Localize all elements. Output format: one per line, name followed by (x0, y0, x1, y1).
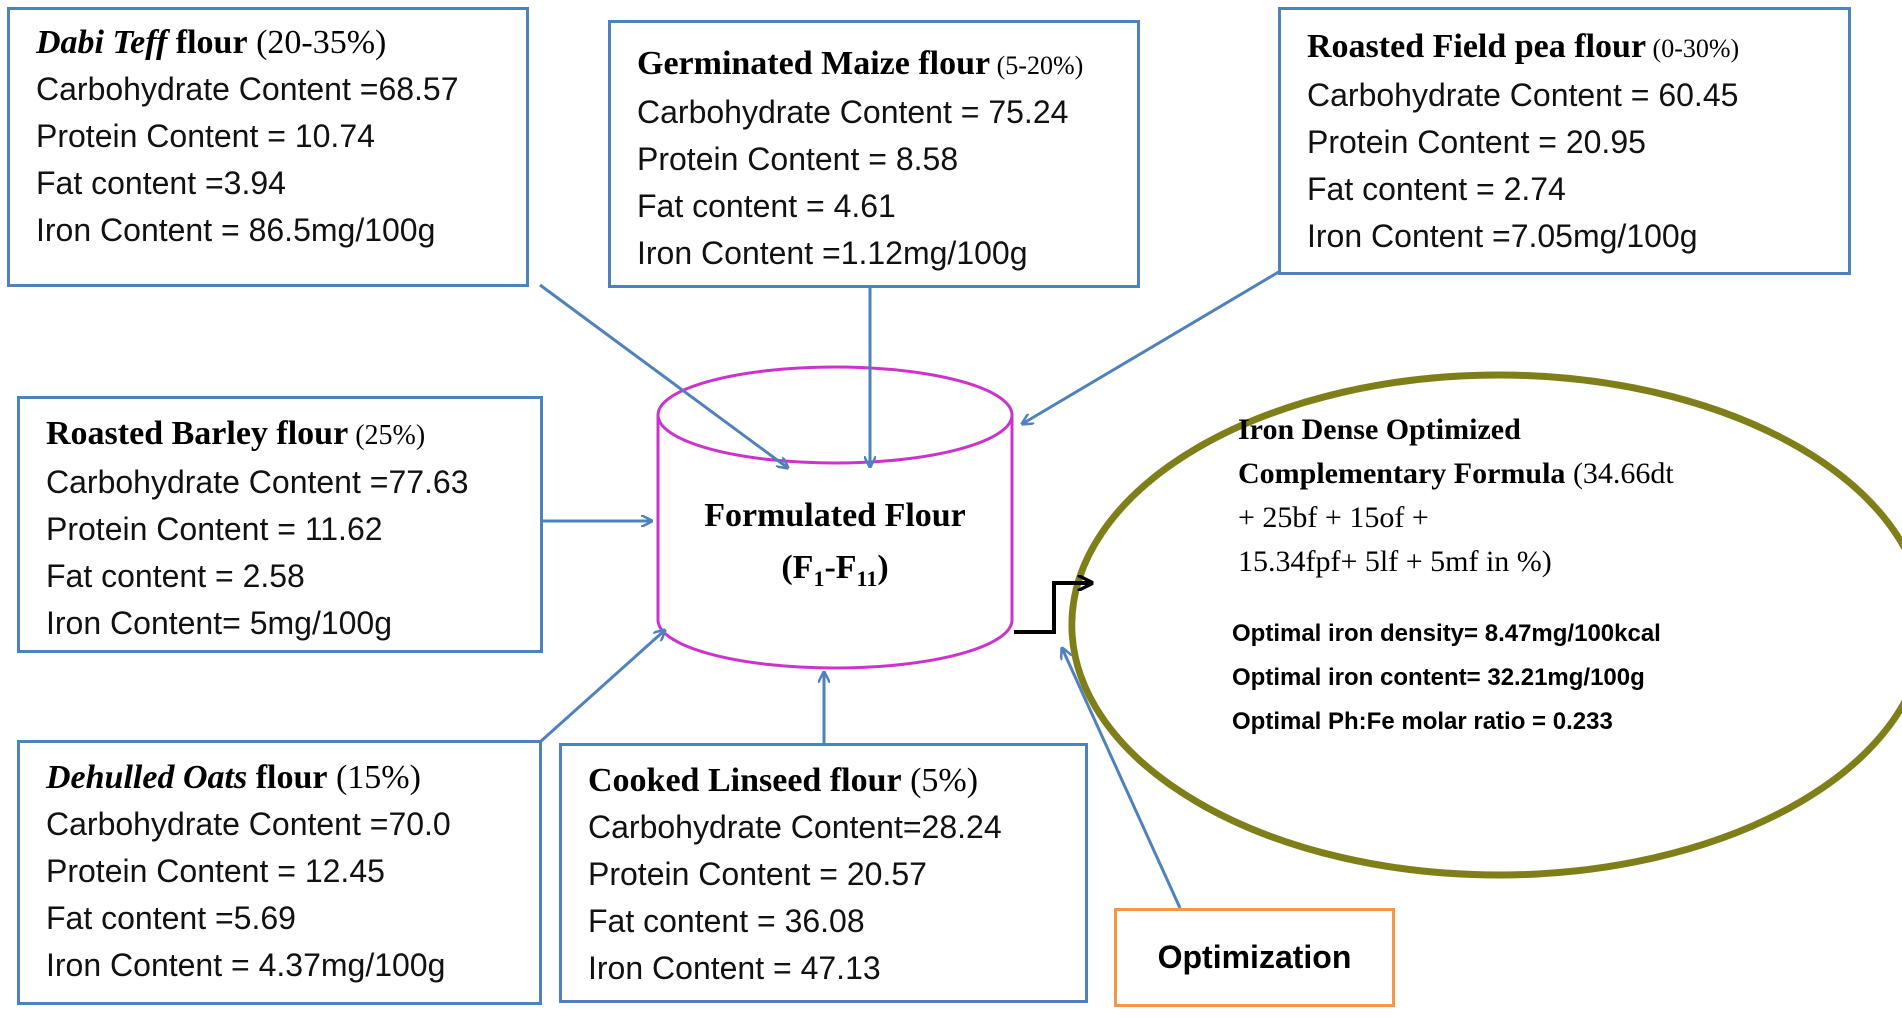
ingredient-box-maize: Germinated Maize flour (5-20%) Carbohydr… (608, 20, 1140, 288)
ingredient-box-fieldpea: Roasted Field pea flour (0-30%) Carbohyd… (1278, 7, 1851, 275)
result-ellipse (1068, 371, 1902, 879)
formulated-flour-title: Formulated Flour (704, 497, 966, 534)
result-formula-line3: 15.34fpf+ 5lf + 5mf in %) (1238, 545, 1552, 578)
formulated-flour-label: Formulated Flour (F1-F11) (660, 490, 1010, 605)
protein-content: Protein Content = 10.74 (36, 118, 375, 154)
ingredient-range: (20-35%) (247, 24, 387, 61)
iron-content: Iron Content = 4.37mg/100g (46, 947, 446, 983)
carbohydrate-content: Carbohydrate Content=28.24 (588, 809, 1002, 845)
iron-content: Iron Content= 5mg/100g (46, 605, 393, 641)
range-mid: -F (824, 549, 857, 586)
iron-content: Iron Content = 86.5mg/100g (36, 212, 436, 248)
ingredient-name: Roasted Barley flour (46, 415, 349, 452)
ingredient-name: Roasted Field pea flour (1307, 28, 1647, 65)
carbohydrate-content: Carbohydrate Content =68.57 (36, 71, 459, 107)
ingredient-title: Cooked Linseed flour (5%) (588, 758, 1059, 804)
range-open: (F (781, 549, 814, 586)
ingredient-box-linseed: Cooked Linseed flour (5%) Carbohydrate C… (559, 743, 1088, 1003)
ingredient-name: Cooked Linseed flour (588, 762, 902, 799)
connector-cylinder-to-ellipse (1014, 583, 1092, 634)
optimal-iron-content: Optimal iron content= 32.21mg/100g (1232, 664, 1645, 691)
formulated-flour-range: (F1-F11) (660, 542, 1010, 605)
ingredient-name: Germinated Maize flour (637, 45, 991, 82)
protein-content: Protein Content = 8.58 (637, 141, 959, 177)
arrow-teff-to-cylinder (539, 283, 788, 468)
arrow-optimization-to-output (1062, 648, 1182, 909)
ingredient-range: (0-30%) (1646, 34, 1740, 63)
arrow-oats-to-cylinder (538, 630, 665, 744)
result-values: Optimal iron density= 8.47mg/100kcal Opt… (1232, 612, 1772, 744)
iron-content: Iron Content =1.12mg/100g (637, 235, 1028, 271)
result-title-line2-row: Complementary Formula (34.66dt (1238, 452, 1758, 496)
ingredient-range: (5%) (901, 762, 979, 799)
carbohydrate-content: Carbohydrate Content = 60.45 (1307, 77, 1739, 113)
ingredient-range: (15%) (327, 759, 421, 796)
range-sub-end: 11 (856, 565, 878, 591)
result-title-line1: Iron Dense Optimized (1238, 413, 1521, 446)
ingredient-name-suffix: flour (167, 24, 248, 61)
optimal-iron-density: Optimal iron density= 8.47mg/100kcal (1232, 620, 1661, 647)
ingredient-box-oats: Dehulled Oats flour (15%) Carbohydrate C… (17, 740, 542, 1005)
fat-content: Fat content = 36.08 (588, 903, 865, 939)
range-close: ) (877, 549, 889, 586)
fat-content: Fat content = 4.61 (637, 188, 896, 224)
fat-content: Fat content = 2.74 (1307, 171, 1566, 207)
optimization-label: Optimization (1157, 939, 1352, 975)
carbohydrate-content: Carbohydrate Content =77.63 (46, 464, 469, 500)
iron-content: Iron Content = 47.13 (588, 950, 881, 986)
ingredient-title: Germinated Maize flour (5-20%) (637, 41, 1111, 89)
fat-content: Fat content =5.69 (46, 900, 296, 936)
ingredient-name-suffix: flour (247, 759, 328, 796)
carbohydrate-content: Carbohydrate Content = 75.24 (637, 94, 1069, 130)
ingredient-range: (5-20%) (990, 51, 1084, 80)
ingredient-title: Dabi Teff flour (20-35%) (36, 20, 500, 66)
protein-content: Protein Content = 12.45 (46, 853, 385, 889)
protein-content: Protein Content = 11.62 (46, 511, 383, 547)
ingredient-title: Roasted Field pea flour (0-30%) (1307, 24, 1822, 72)
fat-content: Fat content =3.94 (36, 165, 286, 201)
iron-content: Iron Content =7.05mg/100g (1307, 218, 1698, 254)
carbohydrate-content: Carbohydrate Content =70.0 (46, 806, 451, 842)
result-formula: Iron Dense Optimized Complementary Formu… (1238, 408, 1758, 584)
optimization-box: Optimization (1114, 908, 1395, 1007)
ingredient-title: Roasted Barley flour (25%) (46, 411, 514, 459)
range-sub-start: 1 (813, 565, 825, 591)
ingredient-name: Dabi Teff (36, 24, 168, 61)
result-title-line2: Complementary Formula (1238, 457, 1566, 490)
protein-content: Protein Content = 20.57 (588, 856, 927, 892)
ingredient-title: Dehulled Oats flour (15%) (46, 755, 513, 801)
ingredient-name: Dehulled Oats (46, 759, 248, 796)
ingredient-box-barley: Roasted Barley flour (25%) Carbohydrate … (17, 396, 543, 653)
ingredient-box-teff: Dabi Teff flour (20-35%) Carbohydrate Co… (7, 7, 529, 287)
result-formula-line1: (34.66dt (1565, 457, 1674, 490)
protein-content: Protein Content = 20.95 (1307, 124, 1646, 160)
fat-content: Fat content = 2.58 (46, 558, 305, 594)
result-formula-line2: + 25bf + 15of + (1238, 501, 1429, 534)
optimal-ph-fe-ratio: Optimal Ph:Fe molar ratio = 0.233 (1232, 708, 1613, 735)
arrow-fieldpea-to-cylinder (1022, 268, 1283, 424)
ingredient-range: (25%) (348, 420, 426, 451)
